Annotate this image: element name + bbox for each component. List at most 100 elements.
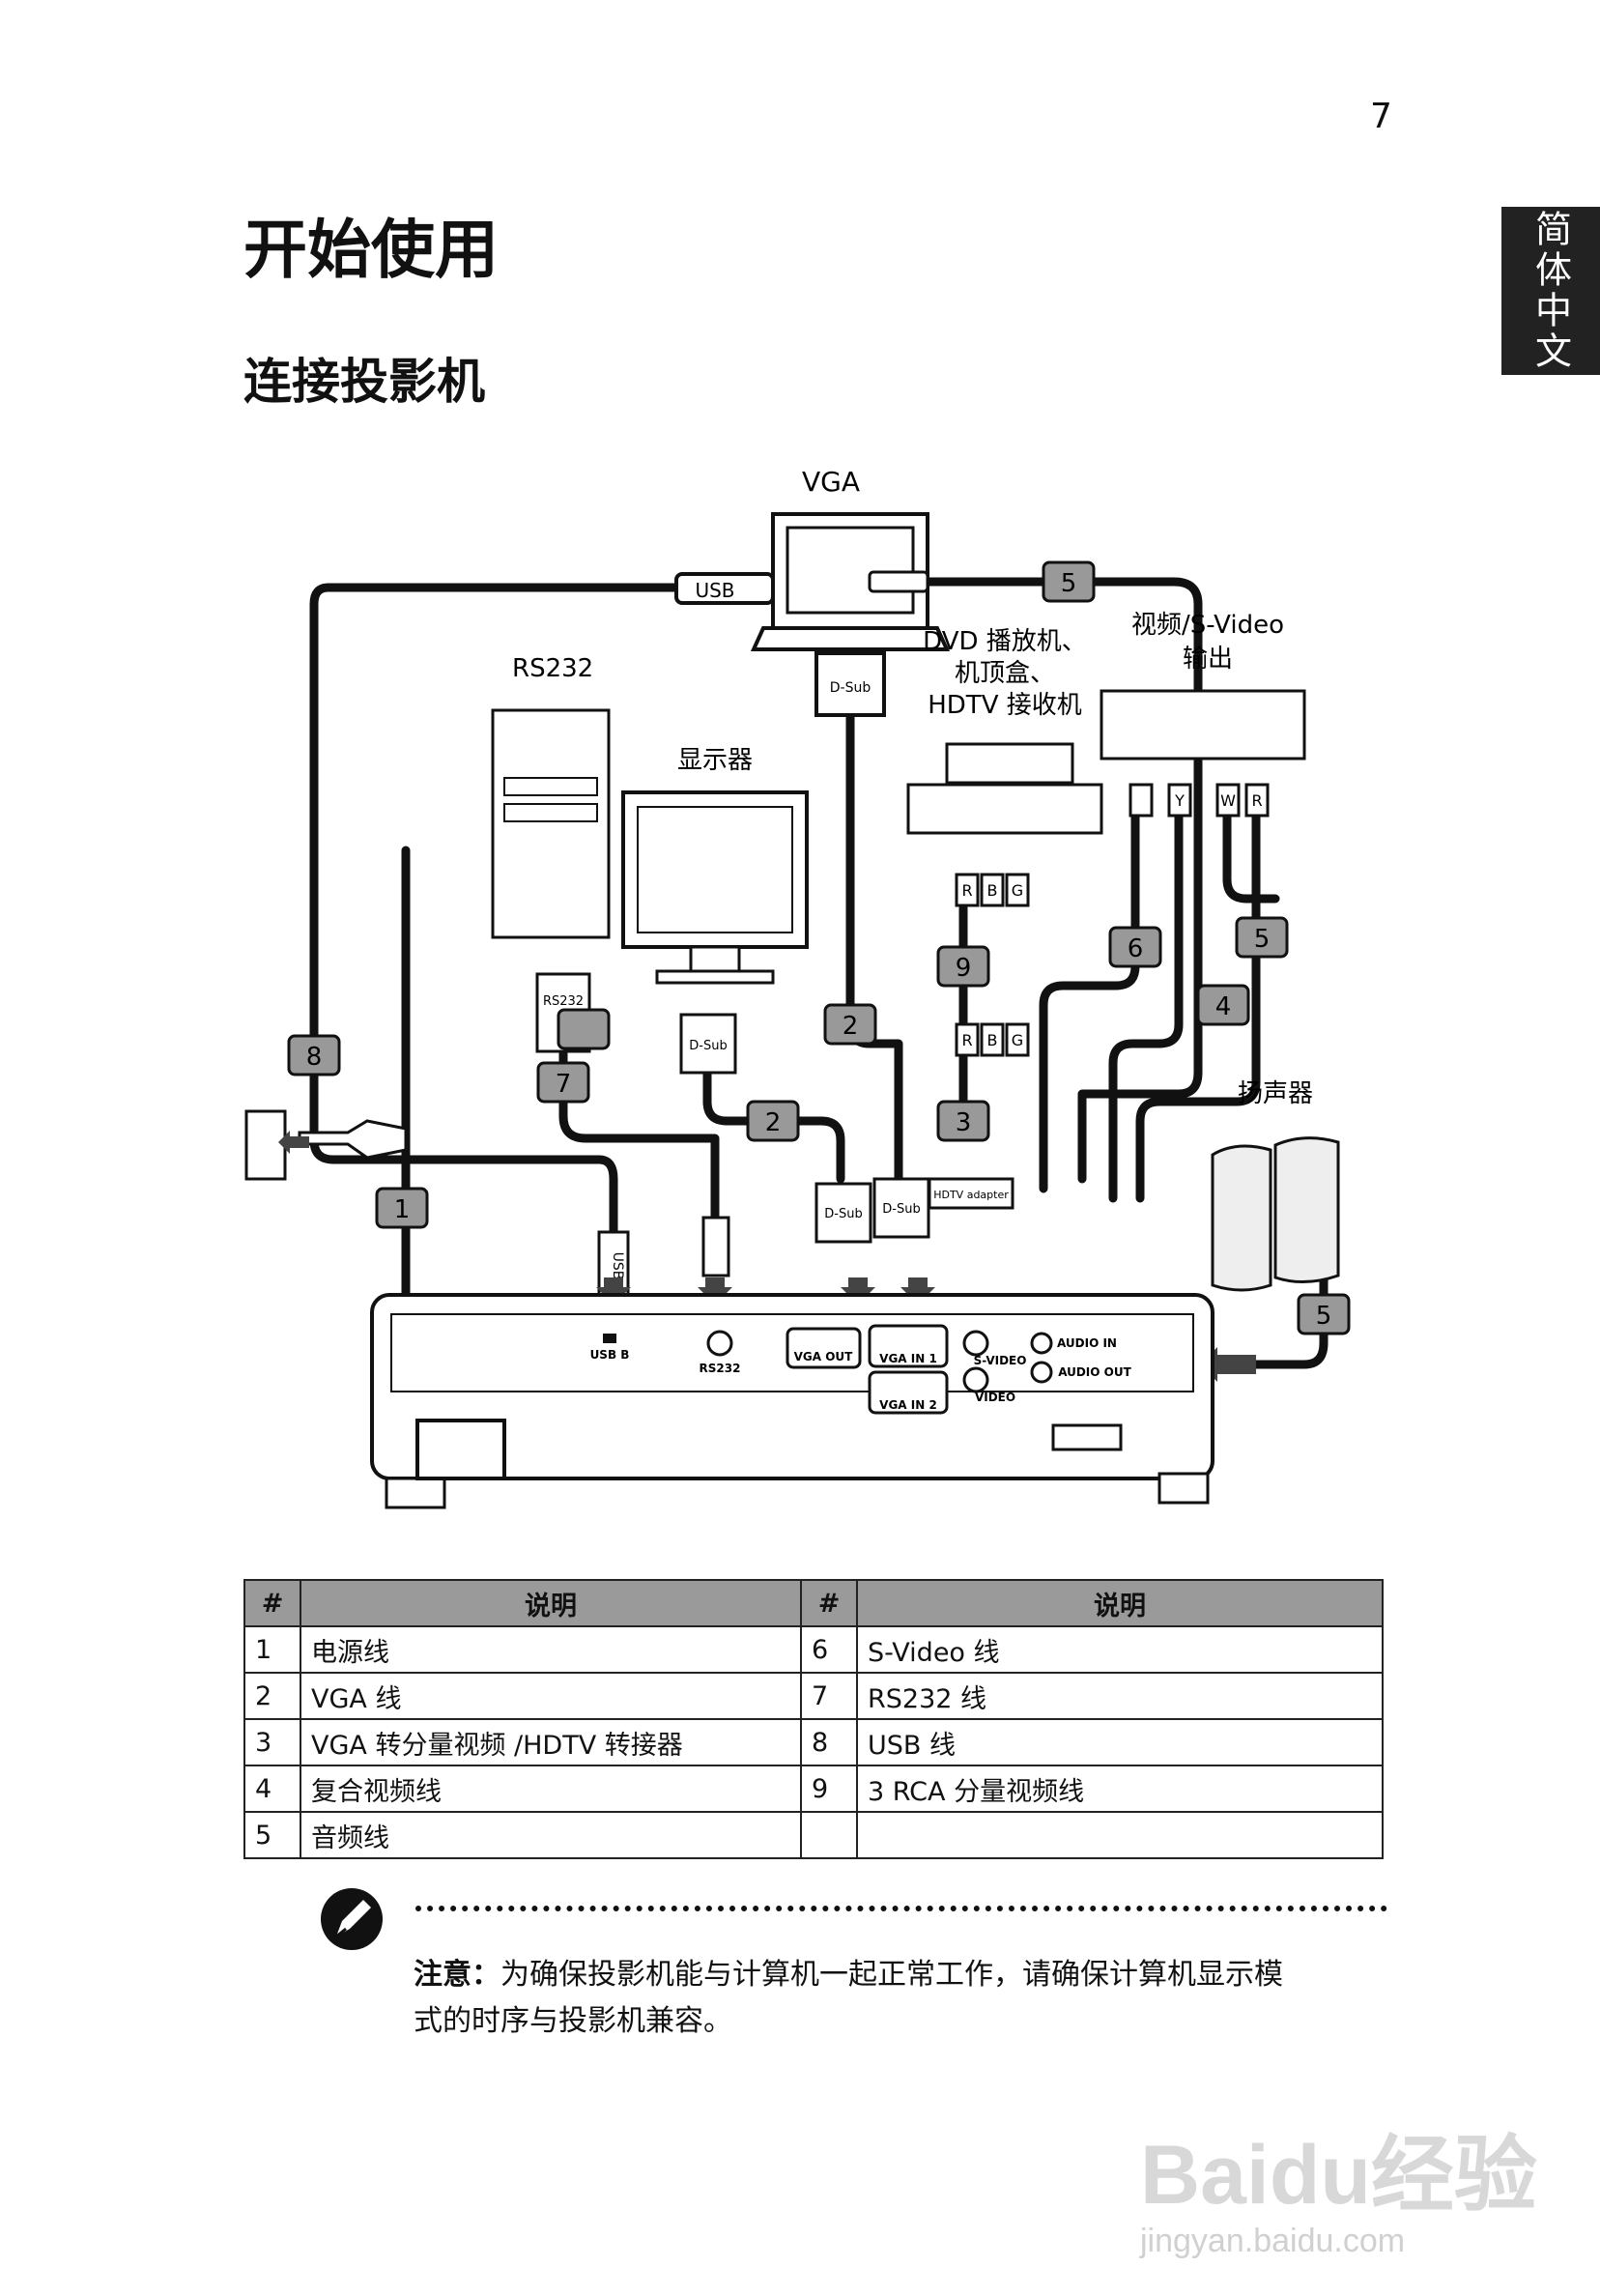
- cell-num: 5: [243, 1811, 301, 1859]
- port-rs232: RS232: [700, 1362, 741, 1375]
- badge-5a: 5: [1061, 569, 1077, 598]
- cell-num: 8: [800, 1718, 858, 1766]
- table-row: 5 音频线: [243, 1811, 1384, 1859]
- col-desc-2: 说明: [856, 1579, 1384, 1627]
- table-row: 1 电源线 6 S-Video 线: [243, 1625, 1384, 1674]
- note-divider: [415, 1906, 1387, 1911]
- projector: [370, 1293, 1214, 1509]
- port-video: VIDEO: [975, 1391, 1015, 1404]
- power-plug: [298, 1119, 408, 1160]
- usb-plug-label: USB: [695, 579, 734, 602]
- rs232-connector-label: RS232: [543, 994, 584, 1009]
- page-title: 开始使用: [243, 213, 499, 287]
- table-row: 4 复合视频线 9 3 RCA 分量视频线: [243, 1765, 1384, 1813]
- badge-5b: 5: [1254, 925, 1271, 954]
- rca-y-label: Y: [1174, 791, 1185, 810]
- dsub-vgain-label: D-Sub: [882, 1202, 920, 1217]
- cell-desc: RS232 线: [856, 1672, 1384, 1720]
- dvd-label-line1: DVD 播放机、: [923, 627, 1087, 656]
- badge-2a: 2: [843, 1012, 859, 1041]
- usb-plug: [674, 572, 775, 605]
- table-row: 2 VGA 线 7 RS232 线: [243, 1672, 1384, 1720]
- cell-num: 2: [243, 1672, 301, 1720]
- cable-legend-table: # 说明 # 说明 1 电源线 6 S-Video 线 2 VGA 线 7 RS…: [243, 1579, 1384, 1859]
- badge-3: 3: [956, 1108, 972, 1137]
- badge-6: 6: [1128, 934, 1144, 963]
- cell-num: [800, 1811, 858, 1859]
- wall-socket: [244, 1109, 287, 1181]
- dvd-label-line3: HDTV 接收机: [928, 691, 1082, 720]
- cell-desc: 电源线: [300, 1625, 802, 1674]
- speakers: [1211, 1136, 1340, 1292]
- cell-desc: 3 RCA 分量视频线: [856, 1765, 1384, 1813]
- cell-desc: VGA 转分量视频 /HDTV 转接器: [300, 1718, 802, 1766]
- cell-desc: S-Video 线: [856, 1625, 1384, 1674]
- badge-4: 4: [1215, 992, 1232, 1021]
- watermark-logo: Baidu经验: [1140, 2129, 1537, 2222]
- port-usb-b: USB B: [590, 1348, 630, 1362]
- speakers-label: 扬声器: [1238, 1079, 1313, 1108]
- connection-diagram: VGA USB D-Sub RS232 显示器 DVD 播放机、 机顶盒、 HD…: [244, 466, 1351, 1509]
- badge-5c: 5: [1316, 1302, 1332, 1331]
- note-body-line2: 式的时序与投影机兼容。: [414, 2004, 732, 2038]
- note-text: 注意：为确保投影机能与计算机一起正常工作，请确保计算机显示模 式的时序与投影机兼…: [414, 1952, 1380, 2045]
- rca-r-bottom-label: R: [961, 1031, 972, 1049]
- video-source-device: [1100, 689, 1306, 761]
- cell-num: 6: [800, 1625, 858, 1674]
- badge-8: 8: [306, 1043, 323, 1072]
- monitor-label: 显示器: [677, 746, 753, 775]
- dvd-player: [906, 742, 1103, 835]
- rca-g-top-label: G: [1012, 881, 1023, 900]
- cell-desc: [856, 1811, 1384, 1859]
- usb-plug-vertical-label: USB: [610, 1252, 625, 1280]
- port-audio-out: AUDIO OUT: [1058, 1365, 1131, 1379]
- badge-9: 9: [956, 954, 972, 983]
- rca-r-top-label: R: [961, 881, 972, 900]
- desktop-computer: [491, 708, 611, 939]
- note-label: 注意：: [414, 1958, 500, 1992]
- rca-b-top-label: B: [987, 881, 998, 900]
- col-num-1: #: [243, 1579, 301, 1627]
- rca-b-bottom-label: B: [987, 1031, 998, 1049]
- port-svideo: S-VIDEO: [974, 1354, 1027, 1367]
- hdtv-adapter-label: HDTV adapter: [933, 1189, 1009, 1201]
- cell-num: 9: [800, 1765, 858, 1813]
- section-title: 连接投影机: [243, 354, 485, 410]
- cell-desc: USB 线: [856, 1718, 1384, 1766]
- cell-desc: VGA 线: [300, 1672, 802, 1720]
- port-audio-in: AUDIO IN: [1057, 1336, 1117, 1350]
- port-vga-out: VGA OUT: [794, 1350, 854, 1363]
- dsub-vgaout-label: D-Sub: [824, 1207, 862, 1221]
- cell-desc: 复合视频线: [300, 1765, 802, 1813]
- svideo-out-label-line1: 视频/S-Video: [1131, 611, 1284, 640]
- power-inlet: [415, 1419, 506, 1480]
- rs232-title-label: RS232: [512, 654, 593, 683]
- cell-desc: 音频线: [300, 1811, 802, 1859]
- port-vga-in2: VGA IN 2: [879, 1398, 937, 1412]
- badge-2b: 2: [765, 1108, 782, 1137]
- cell-num: 4: [243, 1765, 301, 1813]
- note-body-line1: 为确保投影机能与计算机一起正常工作，请确保计算机显示模: [500, 1958, 1283, 1992]
- rca-g-bottom-label: G: [1012, 1031, 1023, 1049]
- dsub-laptop-label: D-Sub: [830, 680, 871, 696]
- cell-num: 1: [243, 1625, 301, 1674]
- cell-num: 7: [800, 1672, 858, 1720]
- rca-r-label: R: [1251, 791, 1262, 810]
- col-desc-1: 说明: [300, 1579, 802, 1627]
- page-number: 7: [1370, 97, 1392, 136]
- table-row: 3 VGA 转分量视频 /HDTV 转接器 8 USB 线: [243, 1718, 1384, 1766]
- dvd-label-line2: 机顶盒、: [955, 659, 1055, 688]
- badge-1: 1: [394, 1195, 411, 1224]
- port-vga-in1: VGA IN 1: [879, 1352, 937, 1365]
- svideo-out-label-line2: 输出: [1183, 645, 1233, 674]
- note-pen-icon: [321, 1888, 383, 1950]
- monitor: [621, 790, 809, 985]
- cell-num: 3: [243, 1718, 301, 1766]
- badge-7: 7: [556, 1070, 572, 1099]
- watermark-url: jingyan.baidu.com: [1140, 2223, 1406, 2259]
- col-num-2: #: [800, 1579, 858, 1627]
- dsub-monitor-label: D-Sub: [689, 1039, 727, 1053]
- vga-label: VGA: [802, 466, 860, 498]
- language-tab: 简体中文: [1501, 207, 1600, 375]
- rca-w-label: W: [1220, 791, 1236, 810]
